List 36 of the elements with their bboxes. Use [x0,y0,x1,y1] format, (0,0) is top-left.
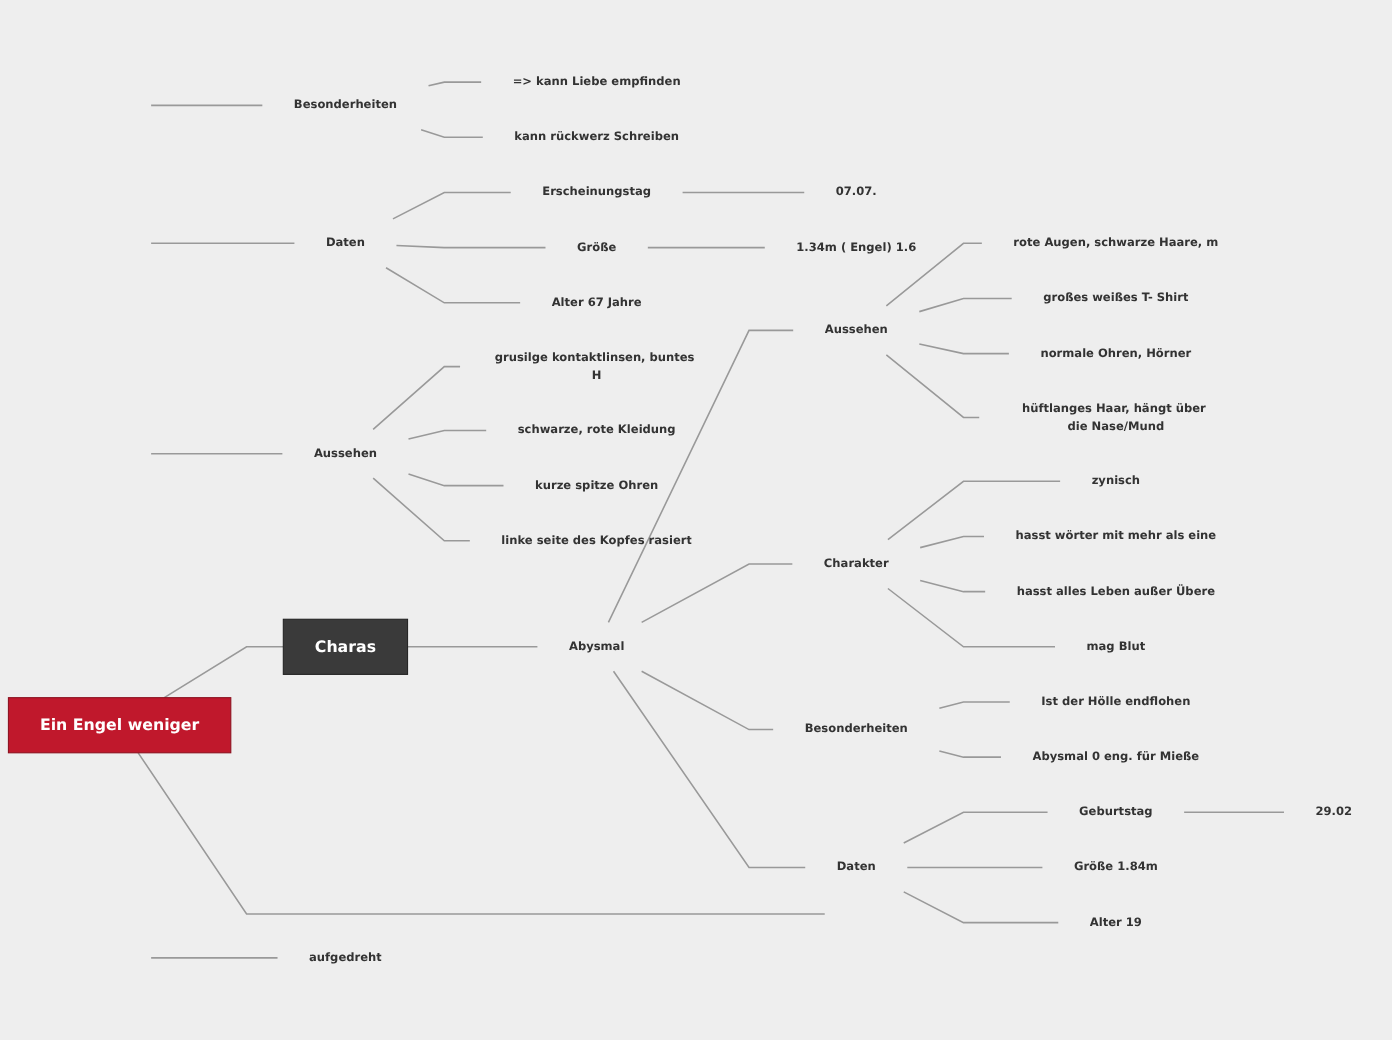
connector [918,343,1010,355]
connector [427,81,482,87]
connector [885,354,981,419]
connector [906,866,1044,869]
connector [918,297,1013,313]
connector [640,670,774,731]
connector [887,480,1061,541]
connector [887,587,1056,648]
connector [137,752,826,915]
connector [407,473,505,487]
connector [395,244,547,249]
connector [1183,811,1285,814]
connector [607,329,794,624]
connector [385,266,521,304]
connector [420,129,484,139]
connector [406,646,539,648]
connector [938,750,1002,758]
connector [919,579,986,593]
connector [392,191,512,220]
connector [372,365,461,431]
connector [612,670,806,869]
connector [163,646,285,699]
connector [150,957,279,959]
connector [150,452,284,455]
connector [681,191,806,194]
connector [902,891,1060,924]
connector [902,811,1049,844]
connector [647,246,766,249]
connector [372,477,471,542]
connector [919,535,985,549]
connector [150,104,264,107]
connector [640,563,794,624]
connector [150,242,296,245]
connector [885,242,983,307]
connector [407,429,487,440]
connector [938,701,1011,709]
